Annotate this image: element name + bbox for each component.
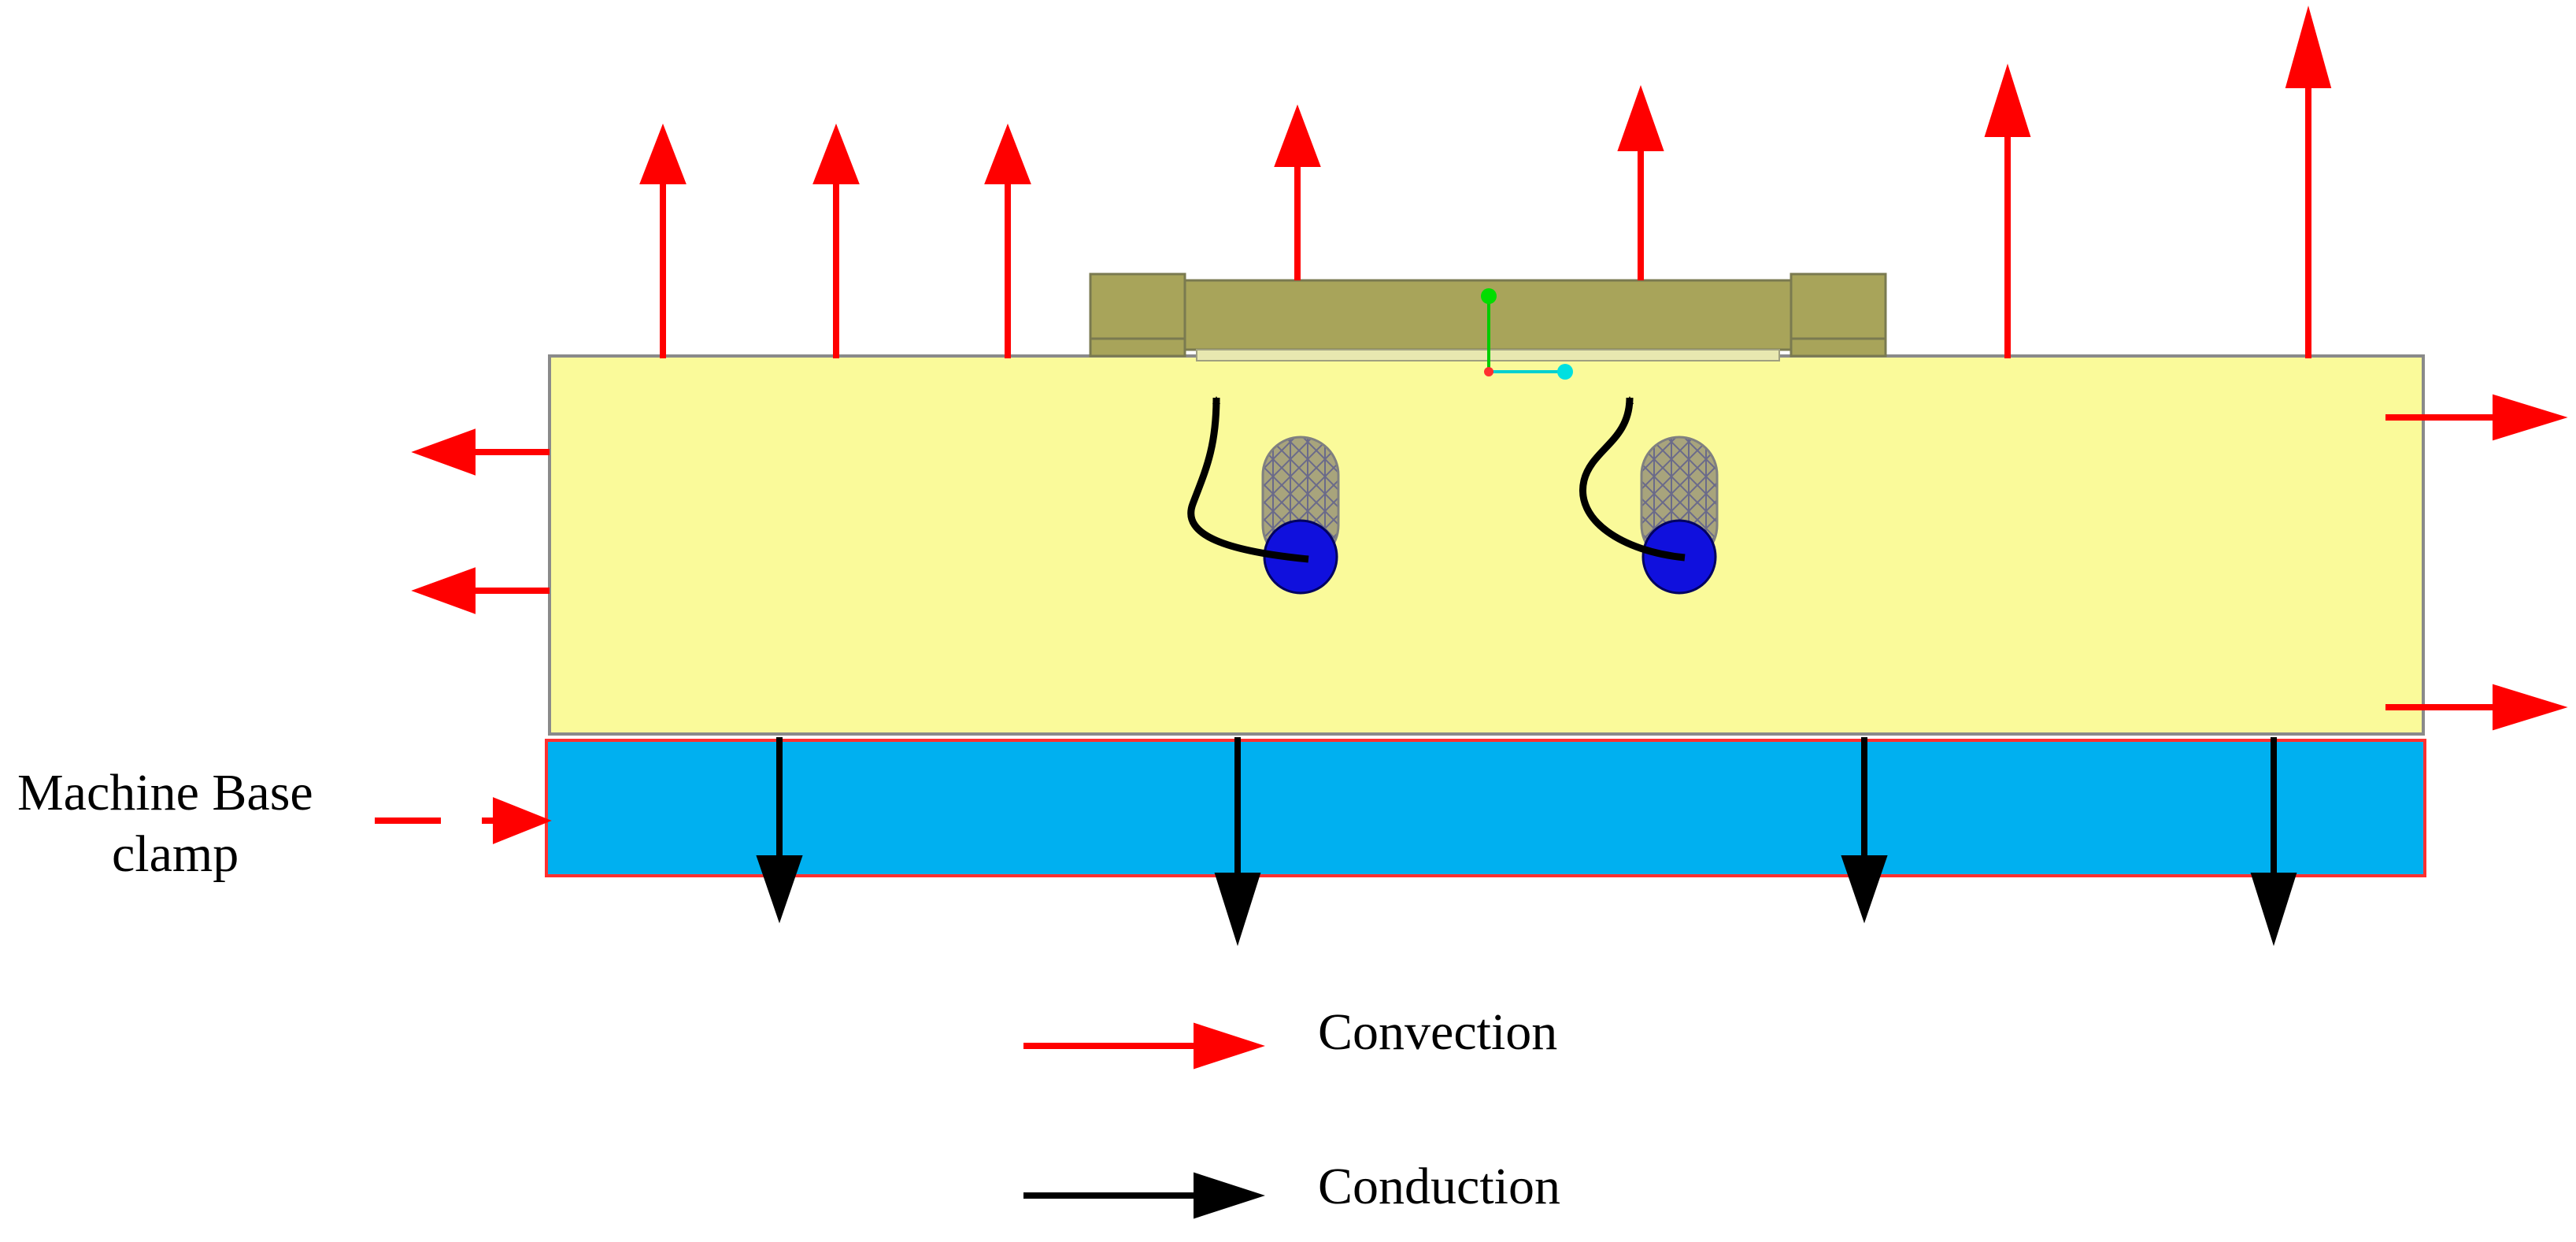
conduction-arrows-down	[756, 737, 2297, 947]
legend-convection-label: Convection	[1318, 1003, 1558, 1061]
heater-right	[1640, 436, 1719, 595]
base-plate	[545, 739, 2426, 877]
conduction-curve-right	[1579, 396, 1686, 562]
legend-convection-arrow-icon	[1023, 1022, 1265, 1070]
legend-conduction-arrow-icon	[1023, 1172, 1265, 1219]
convection-arrows-up	[639, 6, 2332, 358]
legend-conduction-label: Conduction	[1318, 1158, 1560, 1215]
workpiece-block	[548, 354, 2425, 736]
clamp-label-line2: clamp	[112, 825, 239, 883]
convection-arrows-left	[411, 428, 550, 614]
heater-left	[1261, 436, 1340, 595]
clamp-arrow	[375, 797, 552, 844]
clamp-label: Machine Base clamp	[17, 762, 313, 885]
coordinate-triad-icon	[1481, 288, 1573, 380]
conduction-curve-left	[1187, 396, 1309, 563]
convection-arrows-right	[2385, 394, 2568, 731]
clamp-label-line1: Machine Base	[17, 764, 313, 821]
